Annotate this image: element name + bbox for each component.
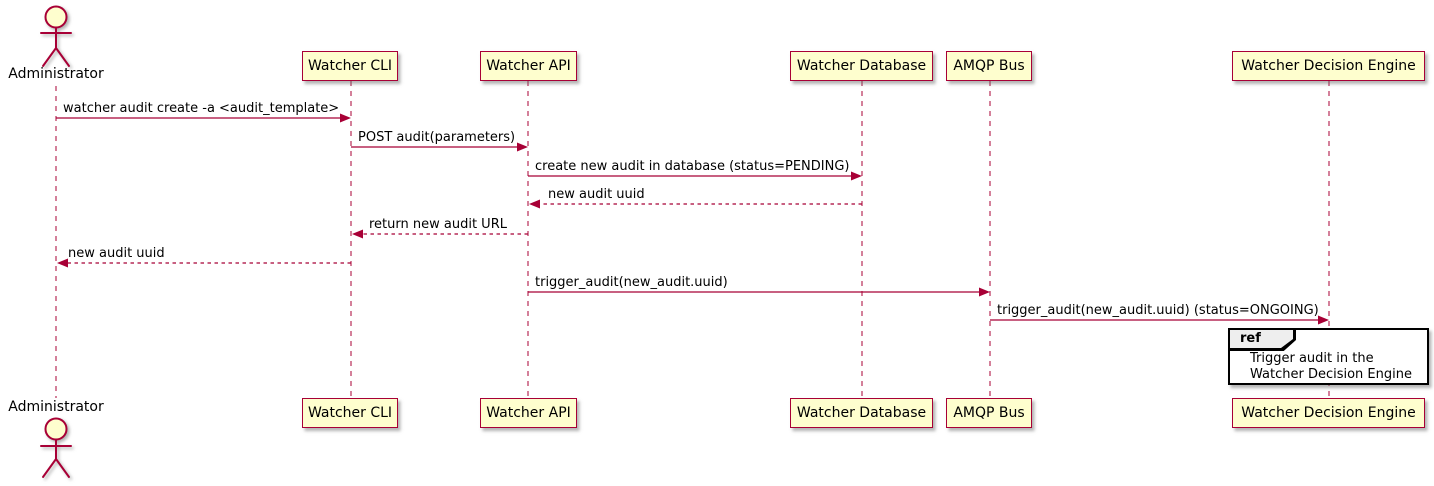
message-arrow-6	[57, 258, 351, 268]
message-arrow-5	[352, 229, 528, 239]
participant-label: AMQP Bus	[953, 405, 1025, 421]
ref-keyword: ref	[1230, 330, 1293, 348]
participant-label: Watcher CLI	[307, 58, 393, 74]
participant-label: AMQP Bus	[953, 58, 1025, 74]
participant-bottom-watcher-decision-engine: Watcher Decision Engine	[1232, 398, 1425, 428]
message-label-2: POST audit(parameters)	[358, 130, 516, 145]
participant-label: Watcher CLI	[307, 405, 393, 421]
message-label-4: new audit uuid	[548, 187, 645, 202]
ref-text-line-1: Trigger audit in the	[1250, 351, 1374, 366]
actor-label-administrator-bottom: Administrator	[8, 399, 104, 415]
participant-top-watcher-cli: Watcher CLI	[302, 51, 398, 81]
message-arrow-7	[528, 287, 990, 297]
participant-label: Watcher Decision Engine	[1241, 405, 1416, 421]
ref-fragment: ref Trigger audit in the Watcher Decisio…	[1228, 328, 1429, 385]
ref-text-line-2: Watcher Decision Engine	[1250, 367, 1412, 382]
message-label-5: return new audit URL	[369, 217, 507, 232]
message-label-6: new audit uuid	[68, 246, 165, 261]
actor-figure-administrator-bottom	[40, 417, 72, 478]
participant-top-amqp-bus: AMQP Bus	[946, 51, 1032, 81]
actor-label-administrator-top: Administrator	[8, 66, 104, 82]
message-arrow-2	[351, 142, 528, 152]
participant-label: Watcher Database	[796, 405, 927, 421]
message-arrow-4	[529, 199, 862, 209]
message-arrow-1	[56, 113, 351, 123]
participant-top-watcher-database: Watcher Database	[790, 51, 933, 81]
actor-figure-administrator-top	[40, 5, 72, 67]
participant-label: Watcher API	[486, 405, 571, 421]
message-label-1: watcher audit create -a <audit_template>	[63, 101, 340, 116]
participant-label: Watcher Decision Engine	[1241, 58, 1416, 74]
participant-label: Watcher Database	[796, 58, 927, 74]
participant-bottom-watcher-api: Watcher API	[480, 398, 577, 428]
participant-bottom-amqp-bus: AMQP Bus	[946, 398, 1032, 428]
participant-bottom-watcher-database: Watcher Database	[790, 398, 933, 428]
message-label-8: trigger_audit(new_audit.uuid) (status=ON…	[997, 303, 1319, 318]
ref-tab: ref	[1228, 328, 1296, 351]
participant-label: Watcher API	[486, 58, 571, 74]
participant-top-watcher-decision-engine: Watcher Decision Engine	[1232, 51, 1425, 81]
lifelines	[55, 81, 1330, 398]
participant-bottom-watcher-cli: Watcher CLI	[302, 398, 398, 428]
message-arrow-8	[990, 315, 1329, 325]
message-label-3: create new audit in database (status=PEN…	[535, 159, 850, 174]
participant-top-watcher-api: Watcher API	[480, 51, 577, 81]
message-arrow-3	[528, 171, 862, 181]
message-label-7: trigger_audit(new_audit.uuid)	[535, 275, 728, 290]
